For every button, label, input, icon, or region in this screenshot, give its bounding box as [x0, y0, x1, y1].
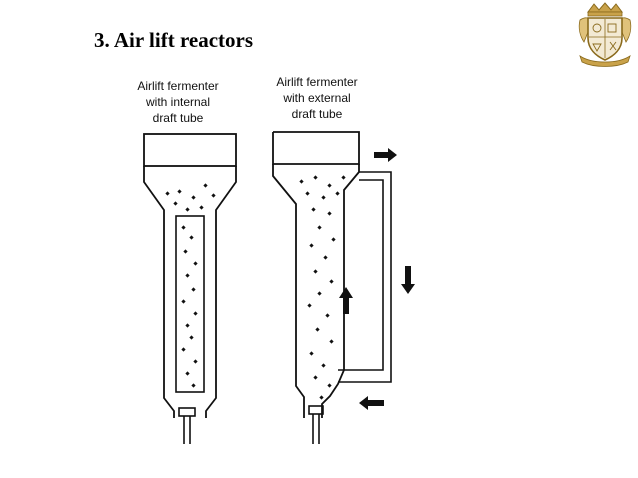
bubble	[177, 189, 182, 194]
right-label-line-1: Airlift fermenter	[276, 75, 357, 89]
bubble	[191, 383, 196, 388]
bubble	[165, 191, 170, 196]
bubble	[323, 255, 328, 260]
right-fermenter	[272, 131, 392, 444]
bubble	[173, 201, 178, 206]
left-bubbles	[165, 183, 216, 388]
bubble	[321, 363, 326, 368]
bubble	[327, 183, 332, 188]
right-bubbles	[299, 175, 346, 400]
bubble	[313, 175, 318, 180]
bubble	[211, 193, 216, 198]
bubble	[327, 383, 332, 388]
bubble	[199, 205, 204, 210]
bubble	[185, 273, 190, 278]
bubble	[193, 261, 198, 266]
bubble	[193, 359, 198, 364]
arrow-down-icon	[401, 266, 415, 294]
internal-draft-tube	[175, 215, 205, 393]
bubble	[305, 191, 310, 196]
bubble	[181, 299, 186, 304]
left-fermenter	[143, 133, 237, 444]
right-label-line-3: draft tube	[292, 107, 343, 121]
right-sparger	[308, 405, 324, 415]
bubble	[325, 313, 330, 318]
bubble	[299, 179, 304, 184]
bubble	[203, 183, 208, 188]
crest-icon	[578, 2, 632, 67]
bubble	[335, 191, 340, 196]
bubble	[185, 323, 190, 328]
slide-title: 3. Air lift reactors	[94, 28, 254, 52]
bubble	[321, 195, 326, 200]
bubble	[181, 347, 186, 352]
bubble	[329, 339, 334, 344]
bubble	[189, 235, 194, 240]
bubble	[317, 291, 322, 296]
bubble	[341, 175, 346, 180]
bubble	[309, 243, 314, 248]
bubble	[189, 335, 194, 340]
arrow-up-icon	[339, 287, 353, 314]
external-draft-tube	[338, 171, 392, 383]
bubble	[191, 287, 196, 292]
bubble	[313, 375, 318, 380]
bubble	[313, 269, 318, 274]
left-label-line-1: Airlift fermenter	[137, 79, 218, 93]
arrow-left-icon	[359, 396, 384, 410]
left-sparger	[178, 407, 196, 417]
bubble	[185, 207, 190, 212]
bubble	[183, 249, 188, 254]
bubble	[181, 225, 186, 230]
airlift-diagram: Airlift fermenter with internal draft tu…	[137, 75, 415, 444]
bubble	[315, 327, 320, 332]
bubble	[331, 237, 336, 242]
bubble	[309, 351, 314, 356]
bubble	[311, 207, 316, 212]
bubble	[329, 279, 334, 284]
bubble	[185, 371, 190, 376]
right-label-line-2: with external	[282, 91, 350, 105]
bubble	[327, 211, 332, 216]
bubble	[319, 395, 324, 400]
bubble	[307, 303, 312, 308]
left-label-line-2: with internal	[145, 95, 210, 109]
left-label-line-3: draft tube	[153, 111, 204, 125]
bubble	[317, 225, 322, 230]
bubble	[191, 195, 196, 200]
arrow-right-icon	[374, 148, 397, 162]
bubble	[193, 311, 198, 316]
